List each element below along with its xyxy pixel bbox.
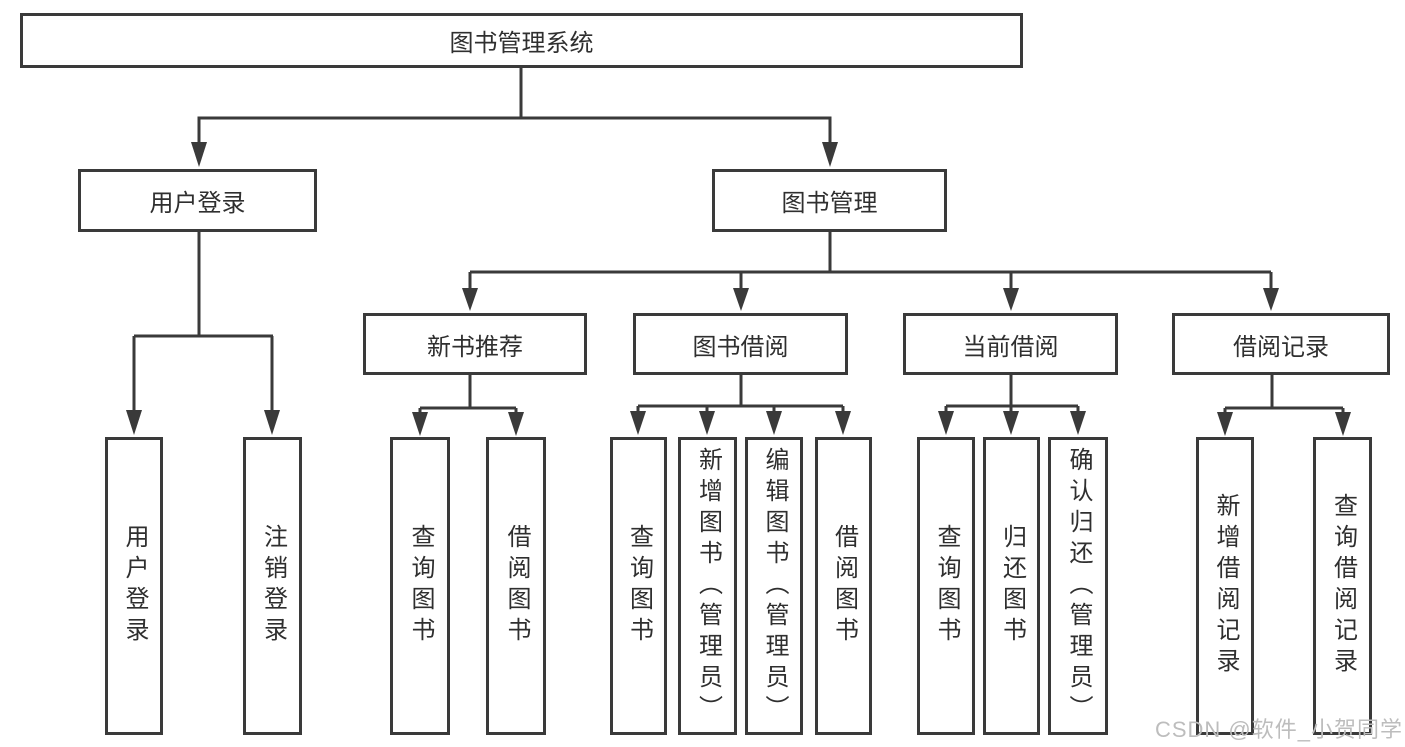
node-user-login-label: 用户登录 (149, 190, 246, 217)
leaf-recommend-borrow-books: 借阅图书 (486, 437, 546, 735)
leaf-edit-books-admin: 编辑图书（管理员） (745, 437, 803, 735)
connector-current-borrow-children (938, 375, 1086, 435)
connector-borrow-records-children (1217, 375, 1351, 436)
node-book-borrow-label: 图书借阅 (692, 333, 789, 361)
node-root: 图书管理系统 (20, 13, 1023, 68)
node-borrow-records: 借阅记录 (1172, 313, 1390, 375)
node-new-book-recommend-label: 新书推荐 (427, 333, 523, 361)
leaf-user-login-label: 用户登录 (121, 524, 148, 648)
leaf-confirm-return-admin: 确认归还（管理员） (1048, 437, 1108, 735)
node-book-management: 图书管理 (712, 169, 947, 232)
connector-book-management-children (462, 232, 1279, 311)
connector-new-book-recommend-children (412, 375, 524, 436)
node-user-login: 用户登录 (78, 169, 317, 232)
leaf-borrow-query-books-label: 查询图书 (625, 524, 653, 648)
node-current-borrow: 当前借阅 (903, 313, 1118, 375)
leaf-add-borrow-record: 新增借阅记录 (1196, 437, 1254, 735)
node-current-borrow-label: 当前借阅 (962, 333, 1059, 361)
leaf-edit-books-admin-label: 编辑图书（管理员） (761, 446, 788, 726)
connector-root-to-level2 (191, 68, 838, 167)
leaf-recommend-query-books-label: 查询图书 (407, 524, 434, 648)
node-book-borrow: 图书借阅 (633, 313, 848, 375)
connector-user-login-children (126, 232, 280, 435)
leaf-borrow-books: 借阅图书 (815, 437, 872, 735)
connector-book-borrow-children (630, 375, 851, 435)
node-new-book-recommend: 新书推荐 (363, 313, 587, 375)
leaf-borrow-books-label: 借阅图书 (830, 524, 858, 648)
leaf-logout: 注销登录 (243, 437, 302, 735)
csdn-watermark: CSDN @软件_小贺同学 (1154, 717, 1403, 742)
leaf-current-query-books-label: 查询图书 (933, 524, 960, 648)
leaf-return-books: 归还图书 (983, 437, 1040, 735)
leaf-current-query-books: 查询图书 (917, 437, 975, 735)
leaf-query-borrow-record: 查询借阅记录 (1313, 437, 1372, 735)
leaf-recommend-borrow-books-label: 借阅图书 (503, 524, 530, 648)
leaf-borrow-query-books: 查询图书 (610, 437, 667, 735)
leaf-add-books-admin-label: 新增图书（管理员） (694, 446, 722, 726)
leaf-user-login: 用户登录 (105, 437, 163, 735)
leaf-add-books-admin: 新增图书（管理员） (678, 437, 737, 735)
node-root-label: 图书管理系统 (449, 30, 594, 57)
leaf-add-borrow-record-label: 新增借阅记录 (1212, 493, 1239, 679)
leaf-query-borrow-record-label: 查询借阅记录 (1329, 493, 1357, 679)
leaf-recommend-query-books: 查询图书 (390, 437, 450, 735)
leaf-confirm-return-admin-label: 确认归还（管理员） (1065, 446, 1092, 726)
node-borrow-records-label: 借阅记录 (1233, 333, 1329, 361)
leaf-logout-label: 注销登录 (259, 524, 287, 648)
leaf-return-books-label: 归还图书 (998, 524, 1026, 648)
node-book-management-label: 图书管理 (781, 190, 878, 217)
